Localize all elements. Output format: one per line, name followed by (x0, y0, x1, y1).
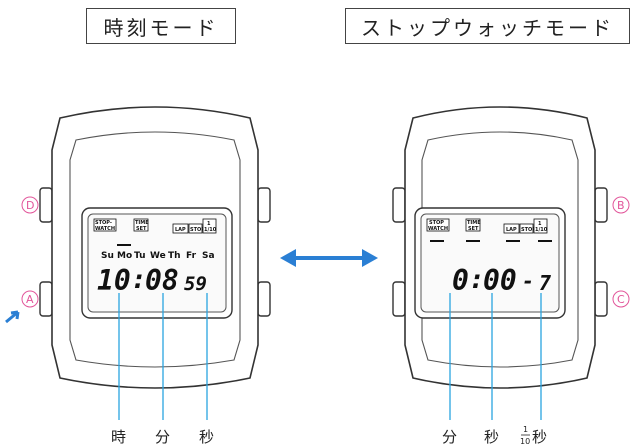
sw-leader-lines (449, 293, 542, 420)
day-su: Su (101, 251, 114, 261)
button-d-letter: D (26, 199, 34, 212)
sw-indicator-dashes (430, 240, 552, 242)
button-d-right[interactable] (392, 187, 406, 223)
button-b-right[interactable] (594, 187, 608, 223)
mode-stopwatch-label: STOP- (95, 220, 112, 226)
svg-text:WATCH: WATCH (428, 226, 448, 232)
button-c-letter: C (617, 293, 625, 306)
button-a[interactable] (39, 281, 53, 317)
sw-mode-split-label: 1/10 (535, 227, 548, 233)
day-row: Su Mo Tu We Th Fr Sa (101, 251, 215, 261)
sw-seconds: 00 (483, 264, 517, 297)
svg-text:WATCH: WATCH (95, 226, 115, 232)
button-b-letter: B (617, 199, 625, 212)
mode-lap-label: LAP (175, 227, 186, 233)
press-arrow-icon (5, 310, 20, 324)
mode-switch-arrow-icon (280, 249, 378, 267)
sw-tenths: 7 (539, 271, 551, 295)
day-we: We (150, 251, 166, 261)
lcd-screen (87, 213, 227, 313)
clock-mode-title: 時刻モード (86, 8, 236, 44)
svg-text:SET: SET (136, 226, 147, 232)
sw-label-fraction-numerator: 1 (523, 425, 528, 434)
sw-label-minute: 分 (442, 428, 457, 446)
clock-colon: : (131, 265, 147, 295)
clock-leader-lines (118, 293, 208, 420)
clock-seconds: 59 (184, 273, 207, 295)
mode-split-label: 1/10 (204, 227, 217, 233)
sw-label-fraction-denominator: 10 (520, 437, 530, 446)
watch-bezel (69, 131, 241, 368)
mode-stop-label: STOP (190, 227, 205, 233)
sw-mode-stop-label: STOP (521, 227, 536, 233)
stopwatch-mode-title: ストップウォッチモード (345, 8, 630, 44)
label-hour: 時 (111, 428, 126, 446)
day-th: Th (168, 251, 181, 261)
svg-text:1: 1 (207, 221, 211, 227)
sw-mode-lap-label: LAP (506, 227, 517, 233)
sw-colon: : (469, 265, 485, 295)
button-c[interactable] (257, 281, 271, 317)
lcd-screen-right (420, 213, 560, 313)
sw-label-second: 秒 (484, 428, 499, 446)
clock-hours: 10 (97, 264, 131, 297)
button-a-right[interactable] (392, 281, 406, 317)
sw-dash: - (522, 269, 534, 293)
sw-label-tenth-second: 秒 (532, 428, 547, 446)
label-second: 秒 (199, 428, 214, 446)
day-mo: Mo (117, 251, 132, 261)
sw-minutes: 0 (452, 264, 469, 297)
day-sa: Sa (202, 251, 215, 261)
clock-minutes: 08 (145, 264, 179, 297)
button-c-right[interactable] (594, 281, 608, 317)
clock-mode-watch: STOP- WATCH TIME SET LAP STOP 1 1/10 Su … (5, 106, 271, 446)
stopwatch-mode-watch: STOP WATCH TIME SET LAP STOP 1 1/10 0 : … (392, 106, 630, 446)
mode-time-set-label: TIME (135, 220, 149, 226)
active-day-indicator (117, 244, 131, 246)
label-minute: 分 (155, 428, 170, 446)
button-d[interactable] (39, 187, 53, 223)
svg-text:1: 1 (538, 221, 542, 227)
day-tu: Tu (134, 251, 146, 261)
button-b[interactable] (257, 187, 271, 223)
day-fr: Fr (186, 251, 197, 261)
button-a-letter: A (26, 293, 34, 306)
sw-mode-stopwatch-label: STOP (429, 220, 444, 226)
sw-mode-time-set-label: TIME (467, 220, 481, 226)
svg-text:SET: SET (468, 226, 479, 232)
